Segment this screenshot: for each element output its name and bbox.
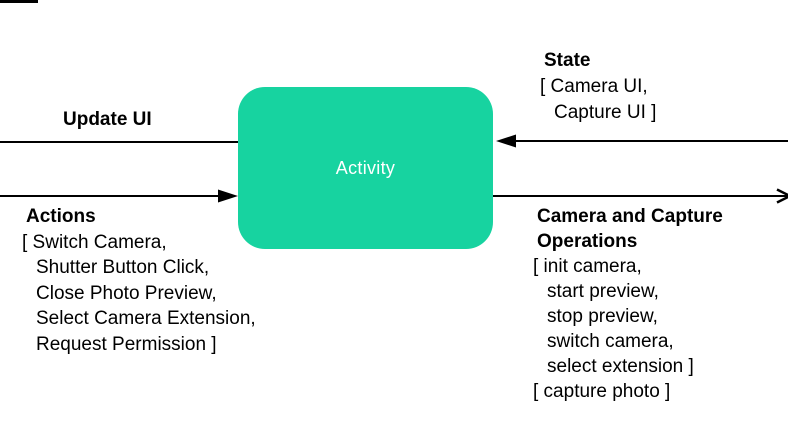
activity-node-label: Activity	[335, 157, 396, 178]
actions-list-item: Select Camera Extension,	[36, 308, 256, 329]
actions-list-item: Shutter Button Click,	[36, 257, 210, 278]
activity-node: Activity	[238, 87, 493, 249]
actions-list-item: [ Switch Camera,	[22, 231, 167, 253]
actions-list-item: Request Permission ]	[36, 333, 217, 355]
cropped-edge-bar	[0, 0, 38, 3]
state-arrow	[496, 134, 788, 148]
camera-ops-label: Camera and Capture Operations	[537, 206, 723, 252]
actions-arrow	[0, 189, 238, 203]
camera-ops-list-item: switch camera,	[547, 331, 674, 352]
camera-ops-list-item: stop preview,	[547, 306, 658, 327]
state-list-item: [ Camera UI,	[540, 76, 648, 97]
state-block: State [ Camera UI, Capture UI ]	[540, 48, 656, 126]
camera-ops-list-item: [ capture photo ]	[533, 381, 671, 402]
camera-ops-arrow	[493, 188, 788, 204]
actions-block: Actions [ Switch Camera, Shutter Button …	[22, 204, 256, 357]
camera-ops-list-item: start preview,	[547, 281, 659, 302]
actions-list-item: Close Photo Preview,	[36, 282, 217, 304]
camera-ops-list-item: [ init camera,	[533, 256, 642, 277]
update-ui-label: Update UI	[63, 109, 152, 130]
state-label: State	[544, 50, 591, 71]
camera-ops-list-item: select extension ]	[547, 356, 694, 377]
actions-label: Actions	[26, 206, 96, 227]
camera-ops-block: Camera and Capture Operations [ init cam…	[533, 204, 749, 404]
state-list-item: Capture UI ]	[554, 102, 657, 123]
